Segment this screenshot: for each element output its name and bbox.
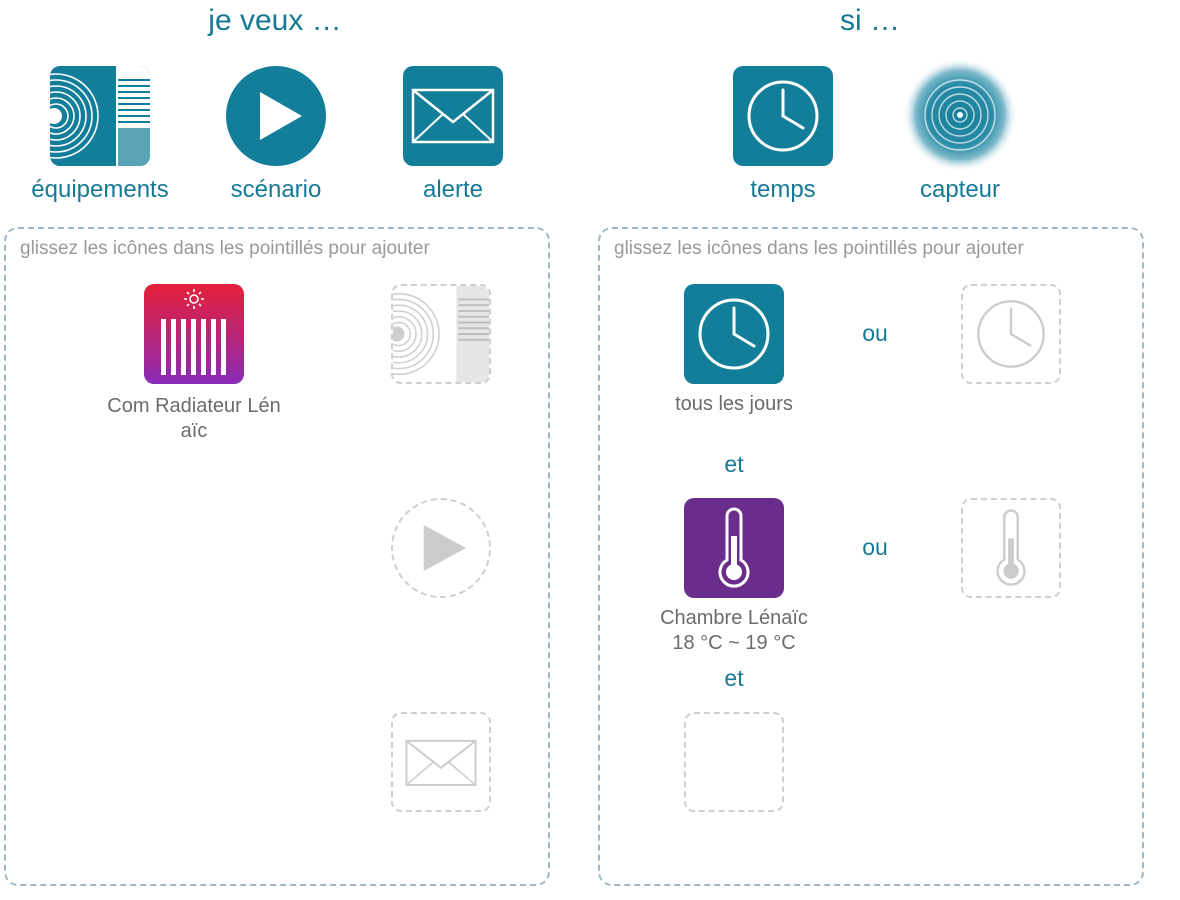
palette-label-sensor[interactable]: capteur: [919, 176, 1001, 203]
thermometer-slot[interactable]: [961, 498, 1061, 598]
radiator-icon[interactable]: [144, 284, 244, 384]
or-label: ou: [862, 534, 888, 560]
thermometer-icon[interactable]: [684, 498, 784, 598]
condition-time-label: tous les jours: [675, 393, 793, 415]
actions-dropzone[interactable]: [4, 227, 550, 886]
clock-slot[interactable]: [961, 284, 1061, 384]
sensor-icon[interactable]: [903, 58, 1017, 172]
and-label: et: [724, 665, 744, 691]
palette-label-scenario[interactable]: scénario: [230, 176, 322, 203]
palette-label-time[interactable]: temps: [750, 176, 816, 203]
conditions-drop-hint: glissez les icônes dans les pointillés p…: [614, 238, 1024, 259]
play-icon[interactable]: [226, 66, 326, 166]
equipment-icon[interactable]: [50, 66, 150, 166]
or-label: ou: [862, 320, 888, 346]
scenario-slot[interactable]: [391, 498, 491, 598]
and-label: et: [724, 451, 744, 477]
conditions-dropzone[interactable]: [598, 227, 1144, 886]
alert-slot[interactable]: [391, 712, 491, 812]
empty-condition-slot[interactable]: [684, 712, 784, 812]
actions-drop-hint: glissez les icônes dans les pointillés p…: [20, 238, 430, 259]
envelope-icon[interactable]: [403, 66, 503, 166]
clock-icon[interactable]: [733, 66, 833, 166]
left-title: je veux …: [208, 4, 342, 37]
equipment-slot[interactable]: [391, 284, 491, 384]
condition-sensor-label: Chambre Lénaïc 18 °C ~ 19 °C: [660, 607, 808, 654]
palette-label-alert[interactable]: alerte: [422, 176, 484, 203]
palette-label-equipment[interactable]: équipements: [31, 176, 169, 203]
radiator-label: Com Radiateur Lén aïc: [107, 395, 281, 442]
right-title: si …: [840, 4, 900, 37]
condition-clock-icon[interactable]: [684, 284, 784, 384]
